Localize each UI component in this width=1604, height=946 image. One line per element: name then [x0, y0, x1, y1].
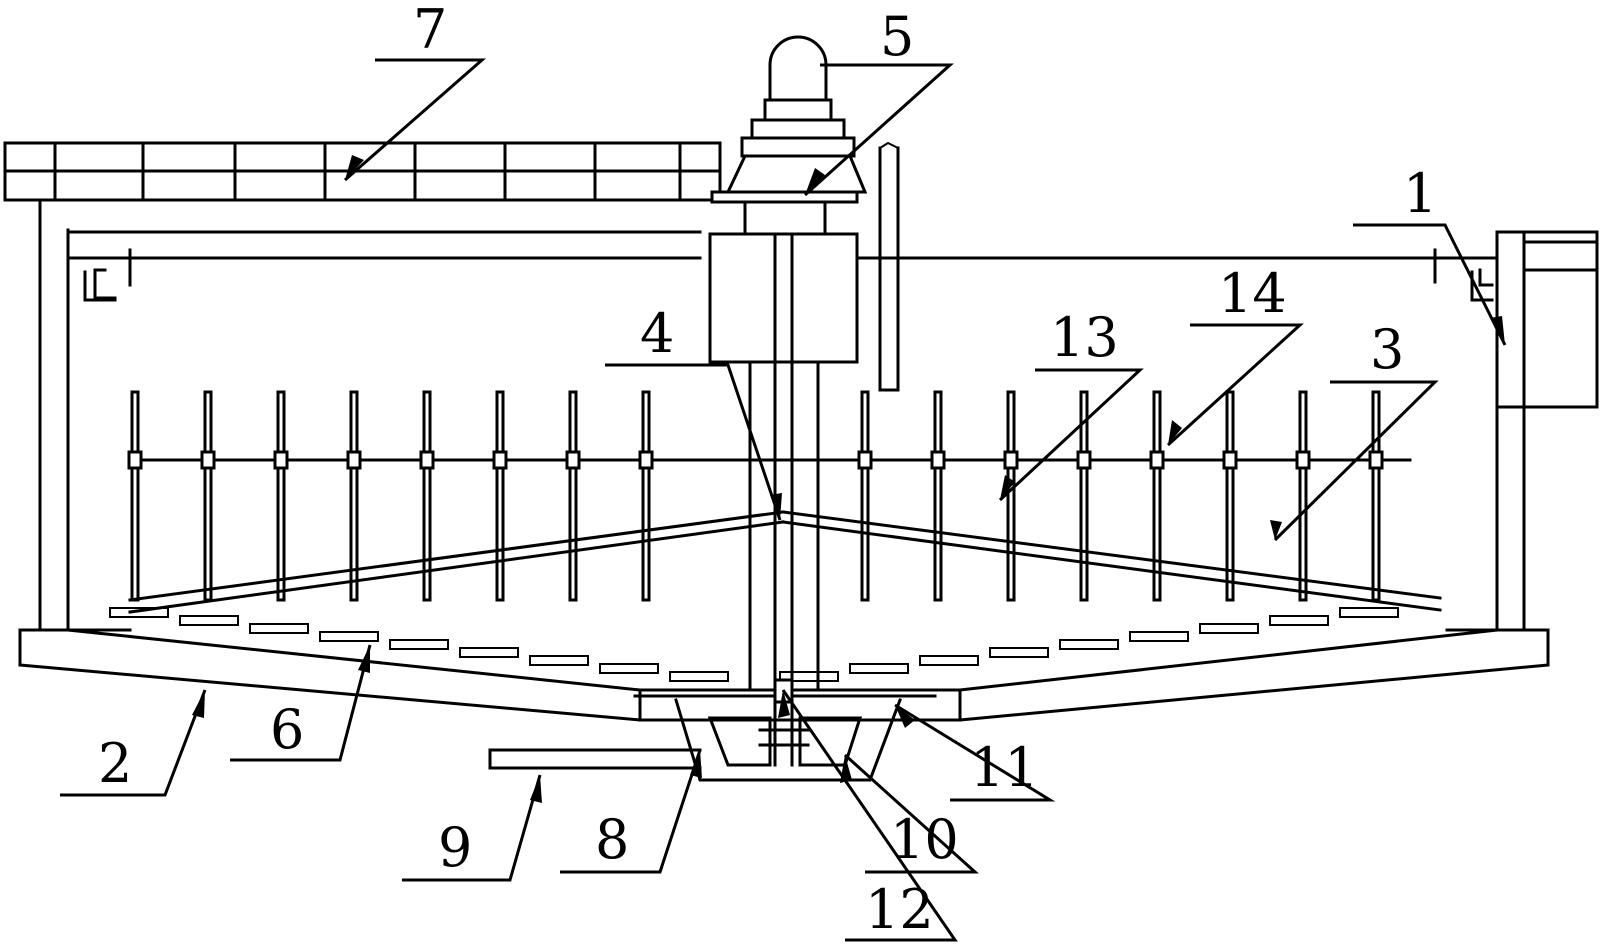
- scraper-blade: [1339, 607, 1399, 618]
- callout-7: 7: [413, 0, 447, 61]
- picket-clamp: [273, 450, 289, 470]
- picket-clamp: [1003, 450, 1019, 470]
- picket-clamp: [127, 450, 143, 470]
- left-weir-bracket: [83, 248, 132, 302]
- callout-5: 5: [880, 5, 914, 68]
- rake-arm-truss: [128, 510, 1442, 614]
- scraper-blade: [989, 647, 1049, 658]
- scraper-blade: [599, 663, 659, 674]
- arrowheads: [192, 155, 1505, 803]
- scraper-blade: [459, 647, 519, 658]
- picket-rod: [860, 390, 870, 602]
- picket-clamp: [565, 450, 581, 470]
- callout-8: 8: [595, 808, 629, 871]
- picket-rods: [127, 390, 1412, 602]
- feed-pipe: [878, 141, 900, 392]
- callout-13: 13: [1050, 306, 1119, 369]
- scraper-blade: [1199, 623, 1259, 634]
- picket-rod: [1152, 390, 1162, 602]
- scraper-blade: [669, 671, 729, 682]
- picket-rod: [568, 390, 578, 602]
- picket-clamp: [638, 450, 654, 470]
- picket-rod: [422, 390, 432, 602]
- picket-clamp: [346, 450, 362, 470]
- picket-rod: [1298, 390, 1308, 602]
- picket-clamp: [930, 450, 946, 470]
- picket-rod: [203, 390, 213, 602]
- picket-rod: [641, 390, 651, 602]
- walkway-bridge: [3, 141, 722, 202]
- picket-clamp: [1222, 450, 1238, 470]
- callout-3: 3: [1370, 318, 1404, 381]
- callout-2: 2: [98, 732, 132, 795]
- drive-motor: [710, 35, 868, 236]
- scraper-blades: [109, 607, 1399, 682]
- scraper-blade: [1129, 631, 1189, 642]
- picket-rod: [1079, 390, 1089, 602]
- picket-rod: [1225, 390, 1235, 602]
- callout-10: 10: [890, 808, 959, 871]
- scraper-blade: [179, 615, 239, 626]
- scraper-blade: [849, 663, 909, 674]
- scraper-blade: [919, 655, 979, 666]
- callout-labels: 1 2 3 4 5 6 7 8 9 10 11 12 13 14: [98, 0, 1437, 941]
- callout-9: 9: [438, 816, 472, 879]
- callout-6: 6: [270, 698, 304, 761]
- picket-clamp: [200, 450, 216, 470]
- picket-clamp: [1368, 450, 1384, 470]
- picket-clamp: [419, 450, 435, 470]
- leader-lines: [60, 58, 1507, 942]
- picket-rod: [130, 390, 140, 602]
- scraper-blade: [1059, 639, 1119, 650]
- scraper-blade: [779, 671, 839, 682]
- callout-1: 1: [1403, 162, 1437, 225]
- discharge-pipe: [488, 748, 702, 770]
- picket-rod: [349, 390, 359, 602]
- callout-4: 4: [640, 302, 674, 365]
- scraper-blade: [1269, 615, 1329, 626]
- scraper-blade: [319, 631, 379, 642]
- callout-11: 11: [970, 736, 1039, 799]
- picket-clamp: [857, 450, 873, 470]
- callout-14: 14: [1218, 262, 1287, 325]
- picket-rod: [1006, 390, 1016, 602]
- callout-12: 12: [865, 878, 934, 941]
- picket-clamp: [1295, 450, 1311, 470]
- picket-clamp: [1149, 450, 1165, 470]
- scraper-blade: [529, 655, 589, 666]
- picket-clamp: [492, 450, 508, 470]
- scraper-blade: [109, 607, 169, 618]
- scraper-blade: [249, 623, 309, 634]
- scraper-blade: [389, 639, 449, 650]
- picket-rod: [1371, 390, 1381, 602]
- picket-rod: [933, 390, 943, 602]
- picket-rod: [276, 390, 286, 602]
- picket-rod: [495, 390, 505, 602]
- gearbox-housing: [708, 232, 859, 364]
- picket-clamp: [1076, 450, 1092, 470]
